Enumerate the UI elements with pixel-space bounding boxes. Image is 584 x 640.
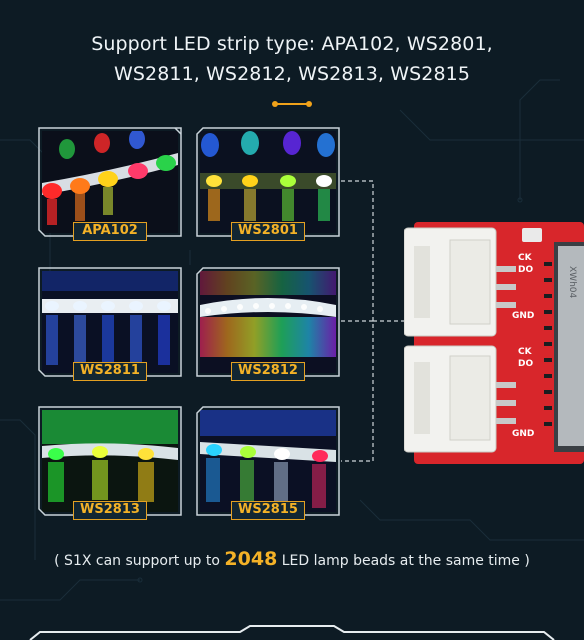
strip-card-ws2801: WS2801	[195, 126, 341, 241]
board-pin-label: GND	[512, 429, 534, 439]
strip-card-ws2812: WS2812	[195, 266, 341, 381]
strip-connector-bottom	[403, 345, 497, 453]
strip-label: APA102	[73, 222, 147, 241]
strip-photo	[200, 410, 336, 512]
strip-label: WS2811	[73, 362, 147, 381]
capacity-note: ( S1X can support up to 2048 LED lamp be…	[0, 548, 584, 572]
board-pin-label: GND	[512, 311, 534, 321]
strip-label: WS2812	[231, 362, 305, 381]
title-divider	[272, 101, 312, 107]
board-pin-label: CK	[518, 253, 533, 263]
controller-board: CK DO GND CK DO GND XWh04	[403, 222, 584, 464]
strip-card-ws2813: WS2813	[37, 405, 183, 520]
strip-photo	[200, 271, 336, 373]
board-pin-label: DO	[518, 265, 533, 275]
strip-photo	[42, 131, 178, 233]
strip-card-ws2815: WS2815	[195, 405, 341, 520]
strip-photo	[42, 271, 178, 373]
strip-photo	[200, 131, 336, 233]
strip-photo	[42, 410, 178, 512]
strip-label: WS2813	[73, 501, 147, 520]
capacity-note-suffix: LED lamp beads at the same time )	[277, 553, 530, 569]
page-title-line-2: WS2811, WS2812, WS2813, WS2815	[113, 63, 471, 85]
strip-connector-top	[403, 227, 497, 337]
page-title-line-1: Support LED strip type: APA102, WS2801,	[91, 33, 493, 55]
capacity-number: 2048	[224, 548, 278, 570]
strip-label: WS2801	[231, 222, 305, 241]
board-pin-label: DO	[518, 359, 533, 369]
capacity-note-prefix: ( S1X can support up to	[54, 553, 225, 569]
strip-card-apa102: APA102	[37, 126, 183, 241]
chip-label: XWh04	[567, 266, 577, 298]
board-pin-label: CK	[518, 347, 533, 357]
strip-label: WS2815	[231, 501, 305, 520]
strip-card-ws2811: WS2811	[37, 266, 183, 381]
bottom-frame	[29, 625, 555, 640]
